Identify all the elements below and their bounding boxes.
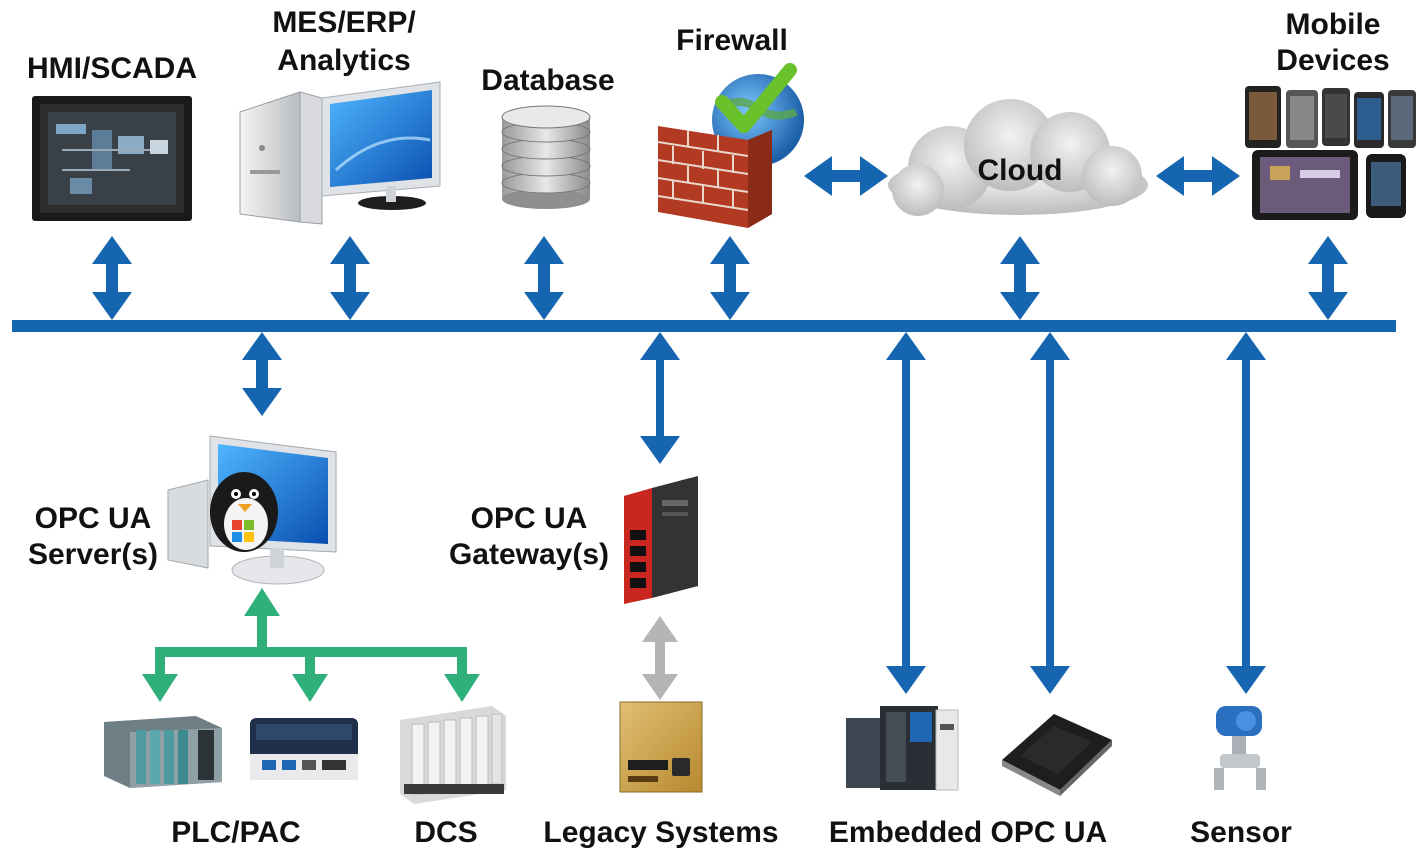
opc-gateway-label-line1: OPC UA bbox=[471, 502, 588, 535]
opc-gateway-label-line2: Gateway(s) bbox=[449, 538, 609, 571]
opc-server-label-line2: Server(s) bbox=[28, 538, 158, 571]
cloud-label: Cloud bbox=[978, 154, 1063, 187]
pac-controller-icon bbox=[250, 718, 358, 780]
bus-gateway-arrow bbox=[640, 332, 680, 464]
bus-chip-arrow bbox=[1030, 332, 1070, 694]
sensor-label: Sensor bbox=[1190, 816, 1292, 849]
network-bus bbox=[12, 320, 1396, 332]
database-bus-arrow bbox=[524, 236, 564, 320]
mes-label-line1: MES/ERP/ bbox=[272, 6, 416, 39]
hmi-panel-icon bbox=[32, 96, 192, 221]
mes-bus-arrow bbox=[330, 236, 370, 320]
firewall-cloud-arrow bbox=[804, 156, 888, 196]
mes-label-line2: Analytics bbox=[277, 44, 410, 77]
plc-label: PLC/PAC bbox=[171, 816, 300, 849]
gateway-device-icon bbox=[624, 476, 698, 604]
bus-embedded-arrow bbox=[886, 332, 926, 694]
cloud-mobile-arrow bbox=[1156, 156, 1240, 196]
bus-server-arrow bbox=[242, 332, 282, 416]
opc-server-label-line1: OPC UA bbox=[35, 502, 152, 535]
embedded-label: Embedded OPC UA bbox=[829, 816, 1107, 849]
firewall-label: Firewall bbox=[676, 24, 788, 57]
plc-rack-icon bbox=[104, 716, 222, 788]
cloud-icon bbox=[888, 99, 1148, 216]
legacy-box-icon bbox=[619, 701, 703, 793]
legacy-label: Legacy Systems bbox=[543, 816, 778, 849]
gateway-legacy-arrow bbox=[642, 616, 678, 700]
dcs-modules-icon bbox=[400, 706, 506, 804]
mobile-bus-arrow bbox=[1308, 236, 1348, 320]
field-device-links bbox=[142, 588, 480, 702]
database-icon bbox=[501, 105, 591, 209]
cloud-bus-arrow bbox=[1000, 236, 1040, 320]
database-label: Database bbox=[481, 64, 614, 97]
embedded-controller-icon bbox=[846, 706, 959, 791]
mobile-devices-icon bbox=[1245, 86, 1416, 220]
workstation-icon bbox=[239, 81, 441, 225]
mobile-label-line1: Mobile bbox=[1286, 8, 1381, 41]
firewall-icon bbox=[657, 63, 804, 228]
opc-ua-chip-icon bbox=[1002, 714, 1112, 796]
bus-sensor-arrow bbox=[1226, 332, 1266, 694]
hmi-bus-arrow bbox=[92, 236, 132, 320]
pressure-sensor-icon bbox=[1214, 706, 1266, 790]
firewall-bus-arrow bbox=[710, 236, 750, 320]
mobile-label-line2: Devices bbox=[1276, 44, 1389, 77]
hmi-label: HMI/SCADA bbox=[27, 52, 197, 85]
dcs-label: DCS bbox=[414, 816, 477, 849]
linux-windows-pc-icon bbox=[167, 435, 337, 585]
